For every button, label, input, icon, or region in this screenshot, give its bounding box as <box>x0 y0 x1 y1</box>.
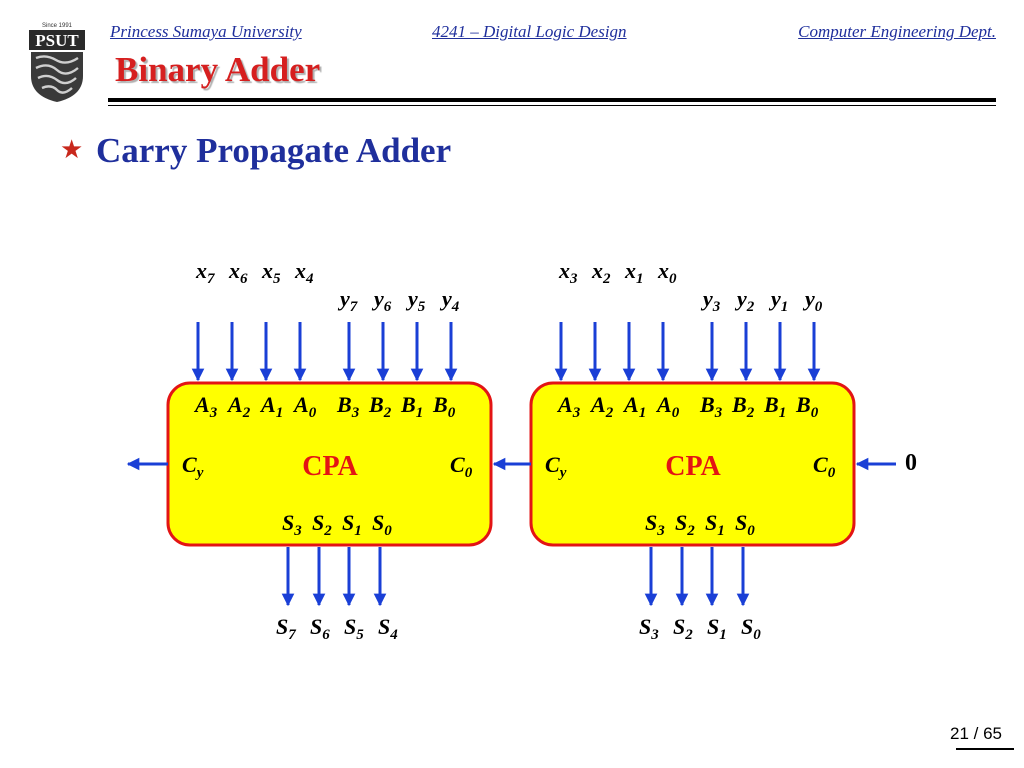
svg-text:PSUT: PSUT <box>35 31 79 50</box>
left-input-y4: y4 <box>439 286 460 315</box>
left-input-x6: x6 <box>228 258 248 287</box>
left-port-A1: A1 <box>259 392 283 421</box>
left-port-S1: S1 <box>342 510 362 539</box>
header-divider-thin <box>108 105 996 106</box>
star-bullet-icon: ★ <box>60 135 84 164</box>
right-port-B0: B0 <box>795 392 819 421</box>
header-university: Princess Sumaya University <box>110 22 302 41</box>
right-port-S1: S1 <box>705 510 725 539</box>
left-output-S4: S4 <box>378 614 398 643</box>
page-number: 21 / 65 <box>950 724 1002 743</box>
left-port-B3: B3 <box>336 392 360 421</box>
right-output-S2: S2 <box>673 614 693 643</box>
right-port-B1: B1 <box>763 392 786 421</box>
right-port-S2: S2 <box>675 510 695 539</box>
right-port-A3: A3 <box>556 392 581 421</box>
left-input-y6: y6 <box>371 286 392 315</box>
header-course: 4241 – Digital Logic Design <box>432 22 627 41</box>
right-output-S1: S1 <box>707 614 727 643</box>
right-port-A1: A1 <box>622 392 646 421</box>
slide-title: Binary Adder <box>115 50 321 89</box>
right-input-y3: y3 <box>700 286 721 315</box>
left-output-S7: S7 <box>276 614 296 643</box>
psut-logo: Since 1991 PSUT <box>29 23 85 102</box>
right-port-A2: A2 <box>589 392 614 421</box>
right-port-B3: B3 <box>699 392 723 421</box>
right-input-x3: x3 <box>558 258 578 287</box>
left-port-B1: B1 <box>400 392 423 421</box>
right-output-S0: S0 <box>741 614 761 643</box>
right-input-x2: x2 <box>591 258 611 287</box>
left-carry-in-label: C0 <box>450 452 473 481</box>
left-input-y5: y5 <box>405 286 426 315</box>
right-input-x1: x1 <box>624 258 644 287</box>
right-carry-out-label: Cy <box>545 452 567 481</box>
right-port-S0: S0 <box>735 510 755 539</box>
left-port-B2: B2 <box>368 392 392 421</box>
left-output-S6: S6 <box>310 614 330 643</box>
left-input-x5: x5 <box>261 258 281 287</box>
left-cpa-label: CPA <box>302 451 358 482</box>
right-output-S3: S3 <box>639 614 659 643</box>
left-carry-out-label: Cy <box>182 452 204 481</box>
header-divider <box>108 98 996 102</box>
bullet-heading: Carry Propagate Adder <box>96 131 452 170</box>
page-underline <box>956 748 1014 750</box>
left-input-x4: x4 <box>294 258 314 287</box>
svg-text:Since 1991: Since 1991 <box>42 23 73 29</box>
left-port-S2: S2 <box>312 510 332 539</box>
left-output-S5: S5 <box>344 614 364 643</box>
right-input-y1: y1 <box>768 286 788 315</box>
left-port-B0: B0 <box>432 392 456 421</box>
right-port-B2: B2 <box>731 392 755 421</box>
left-input-y7: y7 <box>337 286 358 315</box>
left-port-A2: A2 <box>226 392 251 421</box>
left-port-S0: S0 <box>372 510 392 539</box>
right-carry-in-label: C0 <box>813 452 836 481</box>
right-port-A0: A0 <box>655 392 680 421</box>
right-input-y2: y2 <box>734 286 755 315</box>
left-input-x7: x7 <box>195 258 215 287</box>
header-department: Computer Engineering Dept. <box>798 22 996 41</box>
right-port-S3: S3 <box>645 510 665 539</box>
right-input-x0: x0 <box>657 258 677 287</box>
carry-in-value: 0 <box>905 450 917 476</box>
left-port-A0: A0 <box>292 392 317 421</box>
right-input-y0: y0 <box>802 286 823 315</box>
left-port-S3: S3 <box>282 510 302 539</box>
right-cpa-label: CPA <box>665 451 721 482</box>
left-port-A3: A3 <box>193 392 218 421</box>
